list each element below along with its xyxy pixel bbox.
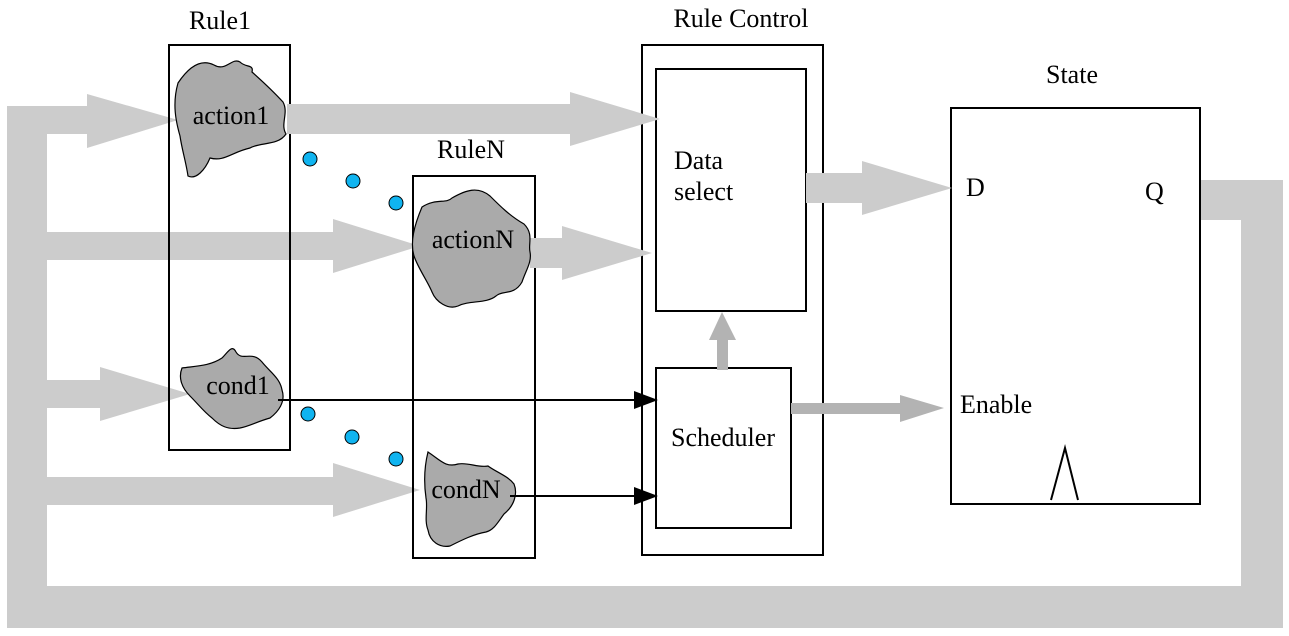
condition-signal-arrows <box>278 391 658 505</box>
ruleN-action-blob <box>411 189 531 308</box>
arrow-action1-head <box>87 94 178 148</box>
state-box <box>950 107 1201 505</box>
clock-edge-icon <box>1050 444 1079 501</box>
arrow-actionN-head <box>333 219 420 273</box>
data-select-box <box>655 68 807 312</box>
rule1-cond-label: cond1 <box>206 371 270 400</box>
ellipsis-dot <box>300 406 316 422</box>
rule-control-title: Rule Control <box>673 4 808 33</box>
arrow-actionN-shaft <box>7 232 337 260</box>
loop-return-bottom <box>7 586 1283 628</box>
ruleN-title: RuleN <box>437 135 505 164</box>
ellipsis-dot <box>344 429 360 445</box>
arrow-dataselect-to-d-head <box>862 161 952 215</box>
rule1-title: Rule1 <box>189 6 251 35</box>
arrow-condN-to-scheduler-head <box>634 487 658 505</box>
arrow-action1-to-dataselect-head <box>570 92 660 146</box>
data-select-label-line2: select <box>674 177 734 206</box>
loop-q-output-stub <box>1200 180 1283 220</box>
rule1-box <box>168 44 291 451</box>
ruleN-cond-blob <box>424 451 517 547</box>
ellipsis-dot <box>388 451 404 467</box>
loop-return-right <box>1241 180 1283 628</box>
state-title: State <box>1046 60 1098 89</box>
ellipsis-dots-conds <box>300 406 404 467</box>
scheduler-label: Scheduler <box>671 423 775 452</box>
ellipsis-dot <box>302 151 318 167</box>
ruleN-cond-label: condN <box>431 475 501 504</box>
state-q-port-label: Q <box>1145 177 1164 206</box>
arrow-cond1-head <box>100 367 190 421</box>
loop-return-left <box>7 106 47 628</box>
data-select-label-line1: Data <box>674 146 724 175</box>
scheduler-control-arrows <box>709 312 944 422</box>
input-arrows <box>7 94 420 517</box>
feedback-loop <box>7 106 1283 628</box>
arrow-action1-to-dataselect-shaft <box>287 104 575 134</box>
ellipsis-dot <box>345 173 361 189</box>
arrow-action1-shaft <box>7 106 90 134</box>
arrow-actionN-to-dataselect-shaft <box>530 238 566 268</box>
arrow-scheduler-to-dataselect-head <box>709 312 736 340</box>
ruleN-box <box>412 175 536 559</box>
rule-control-box <box>641 44 824 556</box>
arrow-scheduler-to-enable-shaft <box>791 403 903 414</box>
arrow-dataselect-to-d-shaft <box>806 173 866 203</box>
arrow-scheduler-to-enable-head <box>900 395 944 422</box>
rule1-cond-blob <box>179 348 284 430</box>
state-d-port-label: D <box>966 173 985 202</box>
rule1-action-blob <box>174 60 287 178</box>
scheduler-box <box>655 367 792 529</box>
rule1-action-label: action1 <box>193 101 270 130</box>
arrow-condN-shaft <box>7 477 337 505</box>
data-path-arrows <box>287 92 952 280</box>
arrow-cond1-shaft <box>7 380 104 408</box>
arrow-actionN-to-dataselect-head <box>562 226 652 280</box>
arrow-scheduler-to-dataselect-shaft <box>717 336 728 370</box>
arrow-condN-head <box>333 463 420 517</box>
state-enable-port-label: Enable <box>960 390 1032 419</box>
ellipsis-dot <box>388 195 404 211</box>
ruleN-action-label: actionN <box>432 225 515 254</box>
ellipsis-dots-actions <box>302 151 404 211</box>
arrow-cond1-to-scheduler-head <box>634 391 658 409</box>
